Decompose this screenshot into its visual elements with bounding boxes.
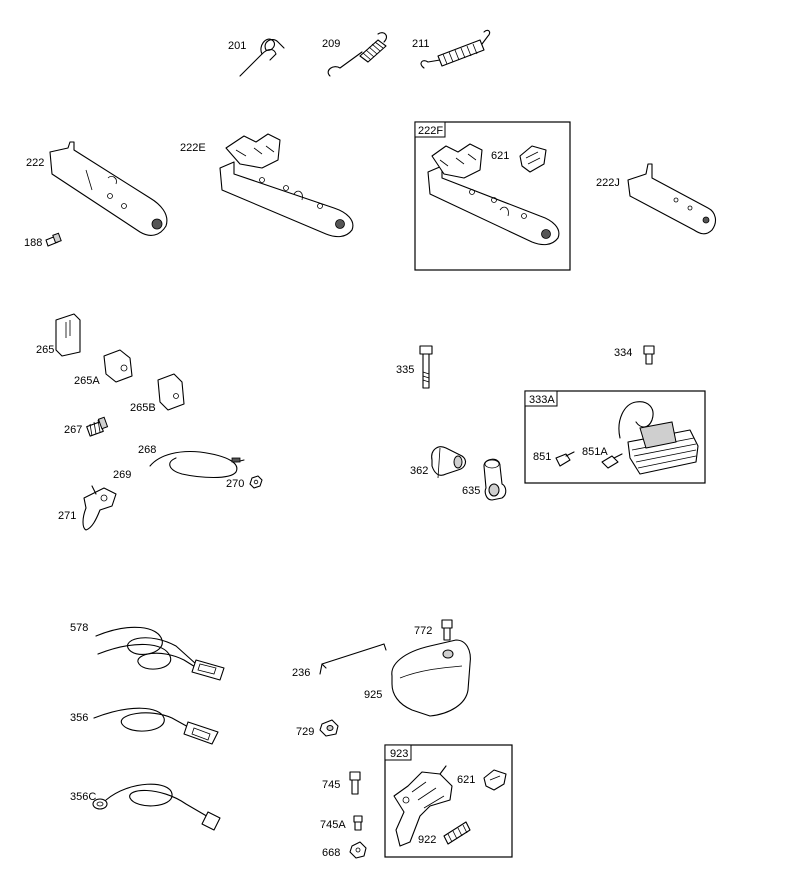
- part-922-spring: [443, 821, 471, 845]
- assembly-222F-box: [414, 121, 571, 271]
- label-745A: 745A: [320, 819, 346, 831]
- label-211: 211: [412, 38, 430, 50]
- part-236-link-rod: [319, 643, 387, 675]
- part-265A-block: [103, 349, 133, 383]
- label-335: 335: [396, 364, 414, 376]
- part-265-bracket: [55, 313, 81, 357]
- part-201-link: [239, 38, 285, 77]
- part-222F-bracket: [427, 143, 560, 246]
- label-578: 578: [70, 622, 88, 634]
- part-923-governor-assembly: [393, 765, 453, 847]
- part-267-screw: [86, 416, 109, 437]
- part-668-nut: [349, 841, 367, 859]
- label-729: 729: [296, 726, 314, 738]
- part-334-screw: [643, 345, 655, 365]
- label-267: 267: [64, 424, 82, 436]
- label-222J: 222J: [596, 177, 620, 189]
- part-772-screw: [441, 619, 453, 641]
- label-635: 635: [462, 485, 480, 497]
- label-356C: 356C: [70, 791, 96, 803]
- part-851-terminal: [555, 451, 575, 467]
- label-268: 268: [138, 444, 156, 456]
- label-265A: 265A: [74, 375, 100, 387]
- part-745-screw: [349, 771, 361, 795]
- part-222J-bracket: [627, 163, 717, 235]
- part-268-cable: [149, 450, 245, 479]
- label-222E: 222E: [180, 142, 206, 154]
- label-265B: 265B: [130, 402, 156, 414]
- label-222: 222: [26, 157, 44, 169]
- part-578-wire-harness: [95, 626, 225, 681]
- label-265: 265: [36, 344, 54, 356]
- part-222E-bracket: [219, 133, 354, 238]
- part-356-wire: [93, 707, 219, 745]
- label-334: 334: [614, 347, 632, 359]
- label-356: 356: [70, 712, 88, 724]
- part-729-nut: [319, 719, 339, 737]
- label-772: 772: [414, 625, 432, 637]
- label-851A: 851A: [582, 446, 608, 458]
- label-925: 925: [364, 689, 382, 701]
- part-271-lever: [82, 485, 117, 531]
- label-236: 236: [292, 667, 310, 679]
- label-362: 362: [410, 465, 428, 477]
- label-222F: 222F: [418, 125, 443, 137]
- part-745A-screw: [353, 815, 363, 831]
- part-851A-terminal: [601, 453, 623, 469]
- label-668: 668: [322, 847, 340, 859]
- assembly-923-box: [384, 744, 513, 858]
- label-209: 209: [322, 38, 340, 50]
- part-222-bracket: [49, 141, 168, 236]
- part-356C-ground-wire: [92, 783, 221, 831]
- part-362-boot: [431, 446, 467, 479]
- part-621-clip: [519, 145, 547, 173]
- label-201: 201: [228, 40, 246, 52]
- label-271: 271: [58, 510, 76, 522]
- part-335-bolt: [419, 345, 433, 389]
- part-925-cover: [391, 639, 471, 717]
- part-211-spring: [420, 29, 491, 69]
- part-333A-armature: [618, 401, 699, 475]
- part-188-screw: [45, 232, 62, 247]
- label-333A: 333A: [529, 394, 555, 406]
- label-269: 269: [113, 469, 131, 481]
- part-270-nut: [249, 475, 263, 489]
- part-635-boot: [483, 458, 507, 501]
- label-851: 851: [533, 451, 551, 463]
- label-270: 270: [226, 478, 244, 490]
- label-188: 188: [24, 237, 42, 249]
- label-922: 922: [418, 834, 436, 846]
- label-621-lower: 621: [457, 774, 475, 786]
- part-265B-block: [157, 373, 185, 411]
- label-923: 923: [390, 748, 408, 760]
- assembly-333A-box: [524, 390, 706, 484]
- part-621-clip-lower: [483, 769, 507, 791]
- part-209-spring: [327, 32, 387, 77]
- label-621-upper: 621: [491, 150, 509, 162]
- label-745: 745: [322, 779, 340, 791]
